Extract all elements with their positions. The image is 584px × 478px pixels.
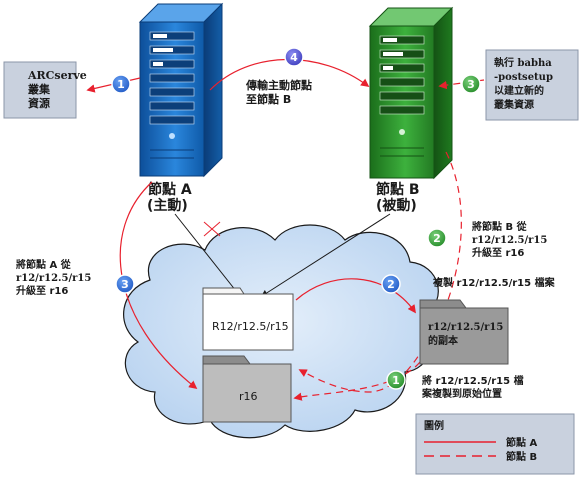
server-node-b — [368, 6, 454, 180]
upgrade-b-label-2: r12/r12.5/r15 — [472, 235, 547, 246]
copy-back-label-2: 案複製到原始位置 — [421, 387, 502, 400]
upgrade-a-label-3: 升級至 r16 — [16, 284, 68, 297]
folder-new-label: r16 — [239, 390, 258, 403]
arcserve-label-3: 資源 — [28, 96, 50, 110]
svg-text:1: 1 — [117, 78, 125, 91]
legend-title: 圖例 — [424, 419, 444, 432]
badge-purple-4: 4 — [284, 47, 304, 67]
copy-files-label: 複製 r12/r12.5/r15 檔案 — [432, 276, 556, 289]
server-node-a — [138, 2, 224, 178]
svg-text:1: 1 — [392, 374, 400, 387]
arcserve-label-2: 叢集 — [28, 82, 51, 96]
arrow-step3-b — [438, 79, 485, 90]
transfer-label-1: 傳輸主動節點 — [245, 78, 312, 92]
folder-copy-label-1: r12/r12.5/r15 — [428, 322, 503, 333]
upgrade-b-label-3: 升級至 r16 — [472, 246, 524, 259]
node-b-storage-link — [260, 213, 391, 297]
badge-green-2: 2 — [427, 228, 447, 248]
copy-back-label-1: 將 r12/r12.5/r15 檔 — [422, 374, 524, 387]
broken-link-mark — [203, 221, 221, 237]
svg-text:2: 2 — [387, 278, 395, 291]
arcserve-label-1: ARCserve — [27, 69, 87, 82]
arrow-step2-a — [295, 278, 416, 314]
badge-green-3: 3 — [461, 74, 481, 94]
arrow-step2-b — [293, 361, 421, 401]
svg-text:4: 4 — [290, 51, 298, 64]
svg-text:3: 3 — [121, 278, 129, 291]
badge-blue-3: 3 — [115, 274, 135, 294]
postsetup-label-3: 以建立新的 — [494, 84, 544, 97]
legend-node-a: 節點 A — [506, 436, 537, 449]
upgrade-a-label-1: 將節點 A 從 — [16, 258, 71, 271]
legend-node-b: 節點 B — [506, 450, 537, 463]
badge-green-1: 1 — [386, 370, 406, 390]
postsetup-label-2: -postsetup — [494, 72, 553, 83]
folder-copy-label-2: 的副本 — [428, 334, 459, 347]
upgrade-a-label-2: r12/r12.5/r15 — [16, 273, 91, 284]
node-b-label: 節點 B — [376, 181, 420, 198]
arcserve-cluster-resource-box: ARCserve 叢集 資源 — [3, 61, 87, 119]
badge-blue-2: 2 — [381, 274, 401, 294]
postsetup-label-1: 執行 babha — [494, 56, 552, 69]
folder-copy: r12/r12.5/r15 的副本 — [419, 299, 509, 365]
svg-text:3: 3 — [467, 78, 475, 91]
svg-text:2: 2 — [433, 232, 441, 245]
folder-new-version: r16 — [202, 355, 292, 423]
node-a-storage-link — [174, 213, 241, 298]
postsetup-box: 執行 babha -postsetup 以建立新的 叢集資源 — [485, 49, 579, 121]
node-a-label: 節點 A — [148, 181, 192, 198]
badge-blue-1: 1 — [111, 74, 131, 94]
legend: 圖例 節點 A 節點 B — [415, 413, 575, 475]
postsetup-label-4: 叢集資源 — [494, 98, 534, 111]
folder-old-label: R12/r12.5/r15 — [212, 320, 289, 333]
transfer-label-2: 至節點 B — [246, 92, 291, 106]
node-b-state: (被動) — [376, 197, 417, 214]
node-a-state: (主動) — [147, 197, 188, 214]
folder-old-version: R12/r12.5/r15 — [202, 287, 294, 351]
upgrade-b-label-1: 將節點 B 從 — [472, 220, 527, 233]
